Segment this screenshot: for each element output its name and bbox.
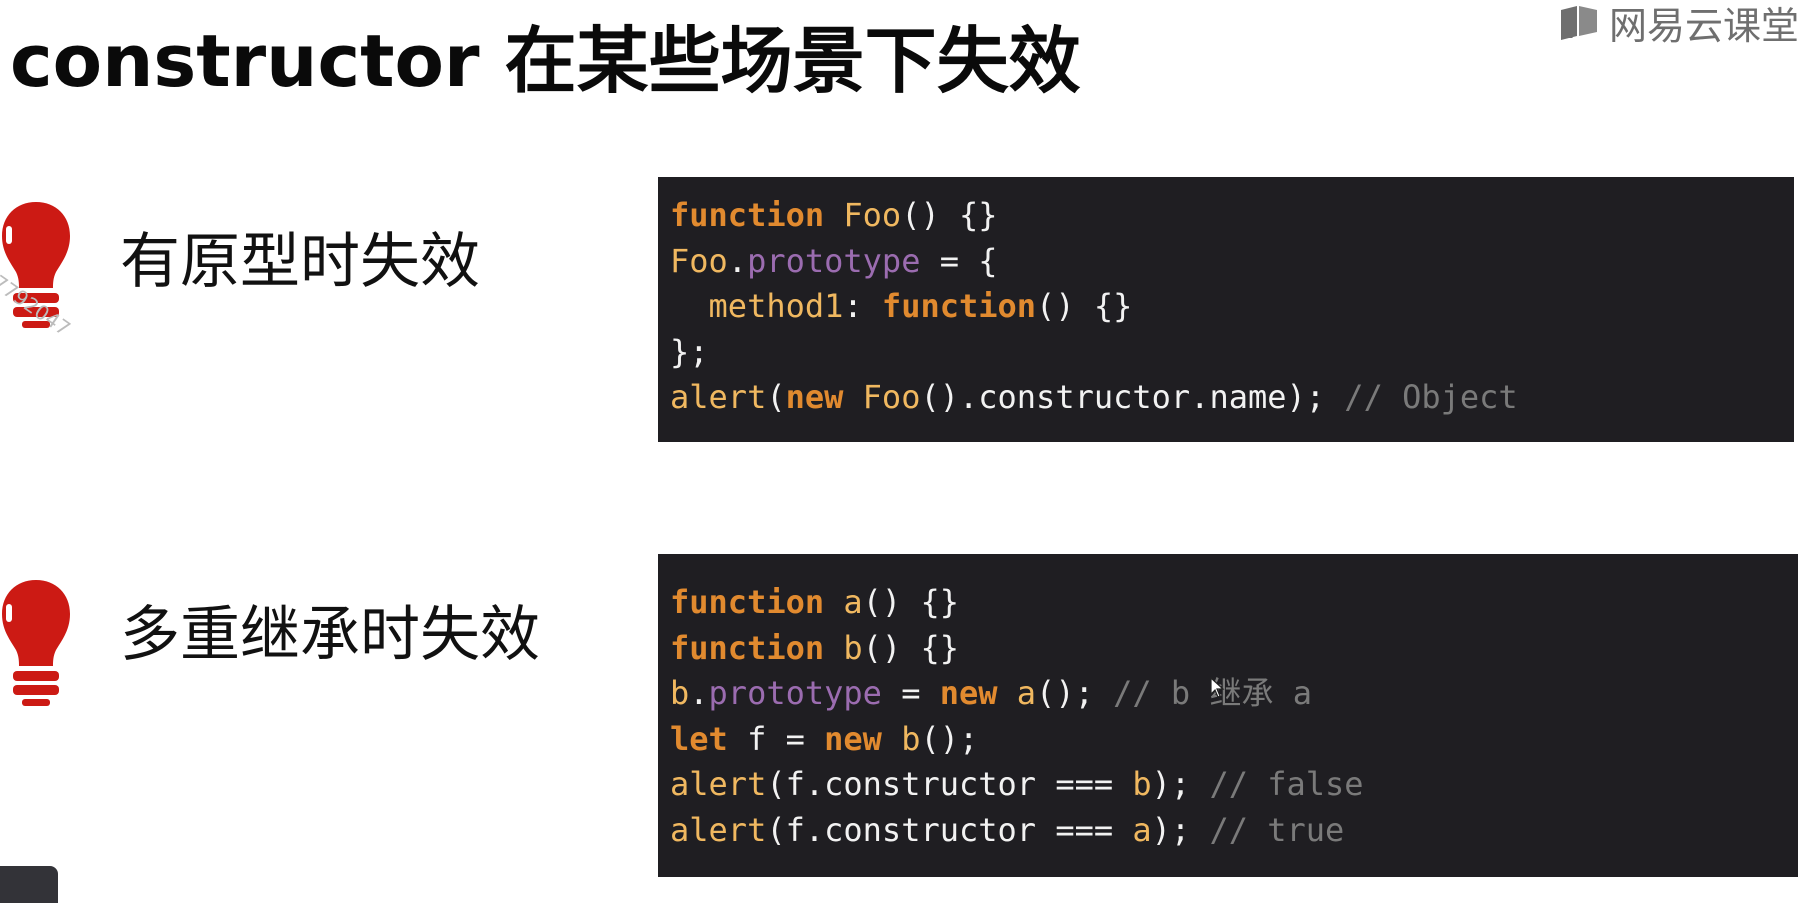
page-title: constructor 在某些场景下失效 <box>10 19 1081 103</box>
code-block-prototype: function Foo() {}Foo.prototype = { metho… <box>658 177 1794 442</box>
code-token: function <box>670 628 825 667</box>
code-token: (f.constructor === <box>766 810 1133 849</box>
code-line: function Foo() {} <box>670 193 1782 239</box>
code-token: (f.constructor === <box>766 765 1133 803</box>
code-token: b <box>843 628 863 667</box>
code-line: function a() {} <box>670 580 1786 626</box>
code-token: let <box>670 719 728 758</box>
lightbulb-icon <box>2 580 70 706</box>
code-token: // true <box>1209 810 1345 849</box>
book-logo-icon <box>1560 6 1597 40</box>
code-token <box>843 378 862 416</box>
code-line: }; <box>670 330 1782 376</box>
code-token: }; <box>670 332 709 371</box>
lightbulb-icon <box>2 202 70 328</box>
code-token <box>824 583 843 621</box>
code-token: f = <box>727 719 825 758</box>
code-token <box>882 720 901 758</box>
code-token: () {} <box>862 628 959 667</box>
code-token <box>670 287 709 325</box>
code-token: // b 继承 a <box>1113 674 1312 712</box>
code-token: (); <box>920 719 979 758</box>
code-token: prototype <box>747 241 921 280</box>
code-token: b <box>901 719 921 758</box>
code-token: method1 <box>708 287 844 325</box>
code-token: a <box>843 583 863 621</box>
code-token: // Object <box>1344 378 1518 416</box>
code-token: alert <box>670 378 767 416</box>
code-token: alert <box>670 765 767 803</box>
code-token: b <box>1132 765 1152 803</box>
code-line: alert(f.constructor === a); // true <box>670 808 1786 854</box>
code-token: ); <box>1151 765 1210 803</box>
code-line: b.prototype = new a(); // b 继承 a <box>670 671 1786 717</box>
code-line: function b() {} <box>670 626 1786 672</box>
code-token: ().constructor.name); <box>920 378 1345 416</box>
code-line: alert(f.constructor === b); // false <box>670 762 1786 808</box>
code-token <box>824 196 843 234</box>
code-token <box>998 674 1017 712</box>
code-token: function <box>881 287 1037 325</box>
code-token: ); <box>1151 810 1210 849</box>
code-token: alert <box>670 810 767 849</box>
code-token: Foo <box>862 378 921 416</box>
code-token: = <box>881 674 940 712</box>
code-token: () {} <box>1036 287 1133 325</box>
code-token: . <box>727 241 748 280</box>
code-token: = { <box>920 241 998 280</box>
section-label-multiple-inheritance: 多重继承时失效 <box>120 600 540 670</box>
player-control-button[interactable] <box>0 866 58 903</box>
code-token: ( <box>766 378 786 416</box>
mouse-cursor-icon <box>1210 677 1225 698</box>
code-line: method1: function() {} <box>670 284 1782 330</box>
code-token: : <box>843 287 882 325</box>
section-label-prototype: 有原型时失效 <box>120 227 480 297</box>
code-line: alert(new Foo().constructor.name); // Ob… <box>670 375 1782 421</box>
code-token: (); <box>1036 674 1114 712</box>
code-token: a <box>1132 810 1152 849</box>
code-line: Foo.prototype = { <box>670 239 1782 285</box>
code-token: Foo <box>670 241 728 280</box>
code-token: () {} <box>862 583 959 621</box>
code-line: let f = new b(); <box>670 717 1786 763</box>
code-token: // false <box>1209 765 1364 803</box>
code-token: function <box>670 583 825 621</box>
code-token <box>824 629 843 667</box>
brand-name: 网易云课堂 <box>1608 3 1799 48</box>
code-token: () {} <box>901 196 998 234</box>
code-token: new <box>939 674 998 712</box>
code-token: Foo <box>843 196 902 234</box>
code-token: b <box>670 674 690 712</box>
brand-logo: 网易云课堂 <box>1557 0 1799 48</box>
code-token: function <box>670 196 825 234</box>
code-token: . <box>689 674 709 712</box>
code-token: a <box>1016 674 1037 712</box>
code-token: prototype <box>708 674 882 712</box>
code-token: new <box>824 719 882 758</box>
code-block-multiple-inheritance: function a() {}function b() {}b.prototyp… <box>658 554 1798 877</box>
code-token: new <box>785 378 844 416</box>
